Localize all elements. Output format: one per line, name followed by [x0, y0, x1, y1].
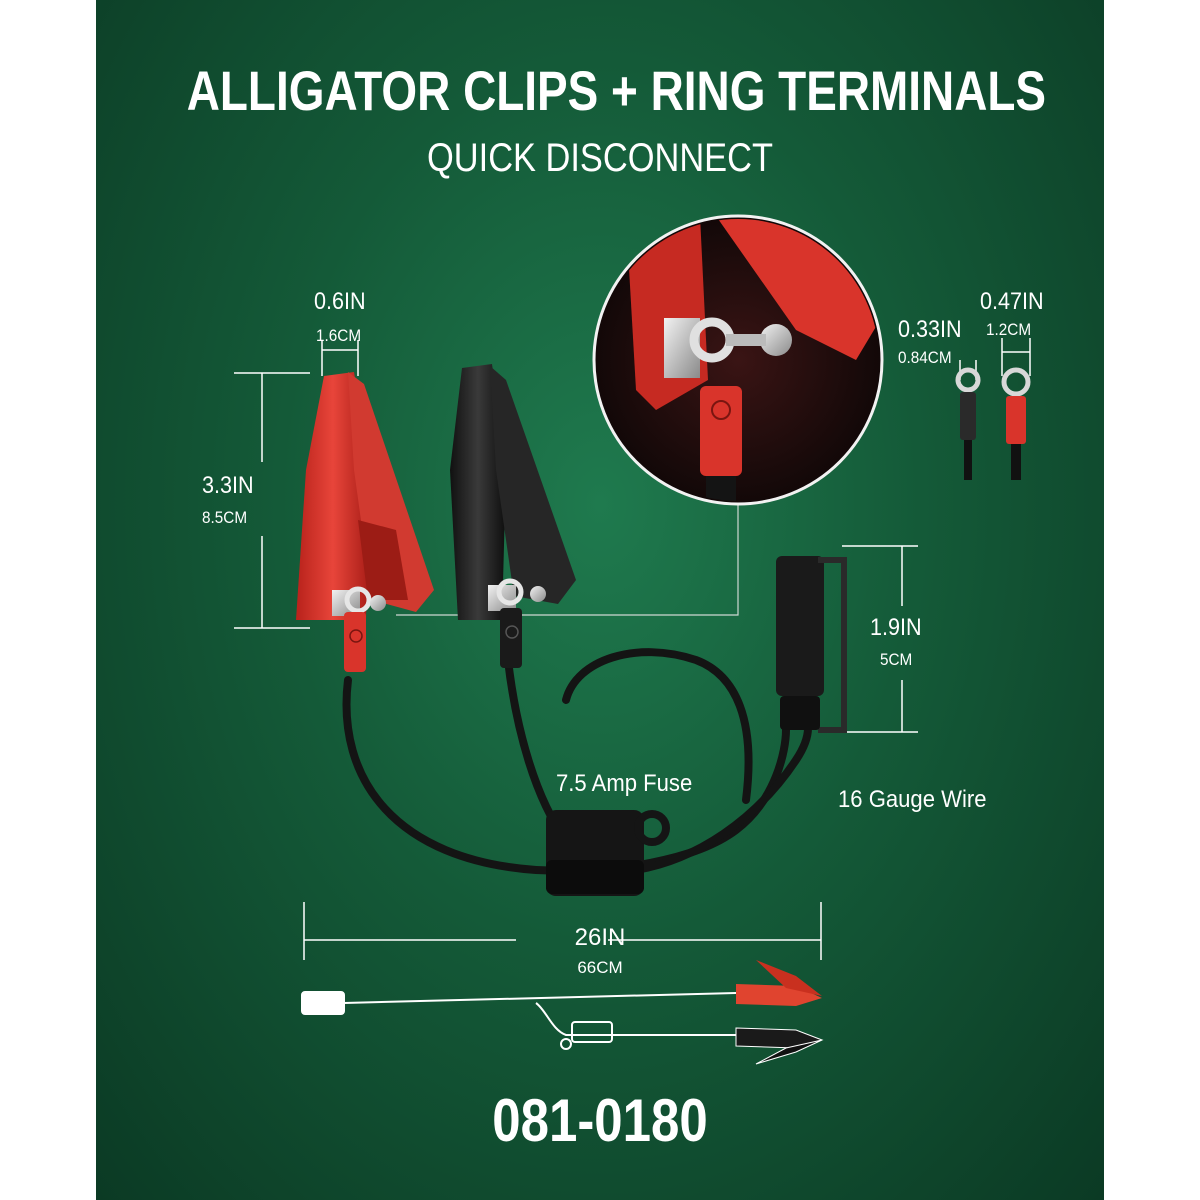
- ring-large-inches: 0.47IN: [980, 288, 1044, 315]
- cable-length-dimension: [303, 902, 822, 960]
- cable-length-inches: 26IN: [574, 924, 626, 951]
- fuse-holder: [546, 810, 670, 896]
- cable-length-centimeters: 66CM: [577, 958, 623, 977]
- schematic-red-clip: [736, 960, 822, 1006]
- clip-length-centimeters: 8.5CM: [202, 508, 248, 527]
- clip-length-inches: 3.3IN: [202, 472, 254, 499]
- clip-width-inches: 0.6IN: [314, 288, 366, 315]
- ring-small-centimeters: 0.84CM: [898, 348, 952, 367]
- ring-large-centimeters: 1.2CM: [986, 320, 1032, 339]
- ring-terminal-dimension: [959, 338, 1031, 380]
- ring-small-inches: 0.33IN: [898, 316, 962, 343]
- wire-gauge-label: 16 Gauge Wire: [838, 786, 987, 813]
- product-illustration: [234, 214, 1031, 1065]
- connector-length-centimeters: 5CM: [880, 650, 913, 669]
- black-alligator-clip: [450, 364, 576, 668]
- sae-connector: [776, 556, 847, 733]
- clip-length-dimension: [234, 372, 310, 629]
- schematic-black-clip: [735, 1027, 824, 1065]
- connector-length-inches: 1.9IN: [870, 614, 922, 641]
- product-panel: ALLIGATOR CLIPS + RING TERMINALS QUICK D…: [96, 0, 1104, 1200]
- connector-length-dimension: [842, 545, 918, 733]
- page-title: ALLIGATOR CLIPS + RING TERMINALS: [186, 59, 1047, 122]
- cable-schematic: [301, 991, 737, 1050]
- ring-terminals: [955, 367, 1031, 480]
- zoom-detail-circle: [592, 214, 884, 506]
- clip-width-centimeters: 1.6CM: [316, 326, 362, 345]
- red-alligator-clip: [296, 372, 434, 672]
- clip-width-dimension: [321, 340, 359, 376]
- page-subtitle: QUICK DISCONNECT: [427, 136, 773, 180]
- fuse-label: 7.5 Amp Fuse: [556, 770, 693, 797]
- part-number: 081-0180: [492, 1087, 708, 1154]
